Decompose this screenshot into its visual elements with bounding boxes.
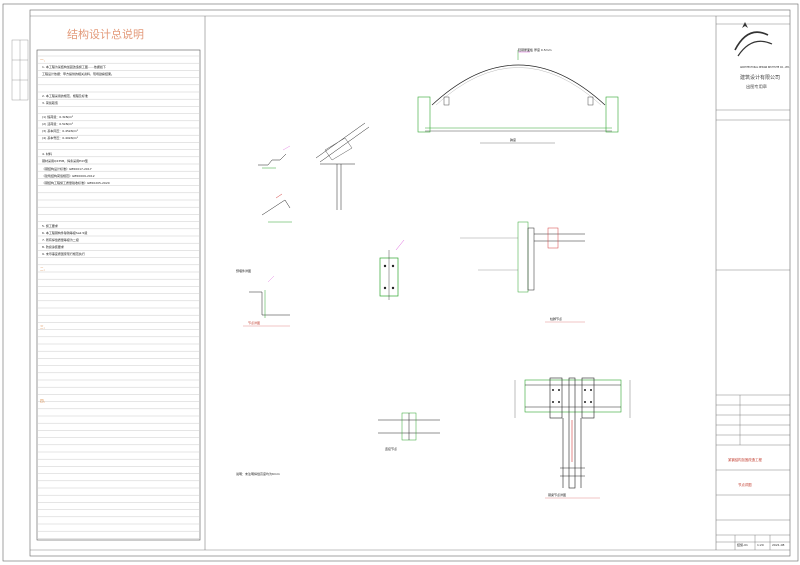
- notes-panel: 结构设计总说明 一、二、三、四、 1. 本工程为某结构加固改造施工图……依据如下工…: [36, 27, 201, 541]
- company-name-en: ARCHITECTURAL DESIGN INSTITUTE CO., LTD.: [740, 66, 790, 69]
- stamp-label: 出图专用章: [746, 83, 767, 90]
- drawing-name: 节点详图: [738, 482, 752, 487]
- binding-strip: [11, 39, 29, 101]
- notes-line: 2. 本工程采用的规范、规程及标准: [42, 93, 88, 98]
- title-block: [716, 23, 790, 550]
- notes-ruled-lines: [38, 55, 199, 539]
- notes-line: 钢材采用Q235B，焊条采用E43型: [42, 158, 88, 163]
- notes-line: (1) 恒荷载：0.3kN/m²: [42, 114, 74, 119]
- notes-line: 3. 荷载取值: [42, 100, 58, 105]
- notes-line: (2) 活荷载：0.5kN/m²: [42, 121, 74, 126]
- notes-line: (4) 基本雪压：0.40kN/m²: [42, 135, 79, 140]
- detail-label-5: 预埋件详图: [236, 268, 251, 273]
- company-logo: [734, 22, 773, 57]
- notes-section-head: 四、: [40, 399, 47, 403]
- notes-section-head: 三、: [40, 325, 47, 329]
- notes-line: 6. 本工程钢构件除锈等级Sa2.5级: [42, 230, 87, 235]
- beam-column-joint: [514, 377, 631, 499]
- notes-text-block: 一、二、三、四、 1. 本工程为某结构加固改造施工图……依据如下工程设计依据：甲方…: [40, 58, 114, 403]
- project-name: 某钢结构加固改造工程: [728, 457, 763, 462]
- drawing-scale: 1:20: [757, 543, 764, 547]
- notes-line: 《建筑结构荷载规范》GB50009-2012: [42, 173, 95, 178]
- notes-line: 《钢结构工程施工质量验收标准》GB50205-2020: [42, 180, 110, 185]
- brace-column-detail: [315, 122, 370, 210]
- company-name-cn: 建筑设计有限公司: [740, 74, 780, 81]
- small-beam-section: [378, 412, 440, 441]
- beam-wall-connection: [460, 221, 585, 323]
- notes-line: 9. 未尽事宜按国家现行规范执行: [42, 251, 85, 256]
- detail-sketches-left: [243, 145, 292, 327]
- drawing-date: 2021.08: [772, 543, 784, 547]
- notes-line: 5. 施工要求: [42, 223, 58, 228]
- arch-roof-section: 轻钢屋面板 厚度 0.5mm 跨度: [417, 47, 619, 144]
- joint-bolts: [552, 389, 592, 403]
- detail-label-3: 钢梁节点详图: [548, 492, 566, 497]
- detail-label-2: 连接节点: [385, 446, 397, 451]
- notes-title: 结构设计总说明: [67, 27, 144, 41]
- notes-line: 7. 所有焊缝质量等级为二级: [42, 237, 79, 242]
- notes-line: (3) 基本风压：0.45kN/m²: [42, 128, 79, 133]
- arch-label: 轻钢屋面板 厚度 0.5mm: [518, 47, 552, 52]
- detail-label-4: 柱脚节点: [550, 316, 562, 321]
- detail-label-1: 节点详图: [248, 320, 260, 325]
- notes-section-head: 二、: [40, 267, 47, 271]
- bolted-plate-detail: [379, 239, 405, 300]
- sheet-frame: [2, 3, 799, 562]
- notes-section-head: 一、: [40, 58, 47, 62]
- notes-line: 4. 材料: [42, 151, 52, 156]
- notes-line: 1. 本工程为某结构加固改造施工图……依据如下: [42, 64, 106, 69]
- drawing-remark: 说明：未注明焊缝高度均为6mm: [236, 471, 280, 476]
- notes-line: 8. 防腐涂装要求: [42, 244, 64, 249]
- drawing-number: 结施-01: [737, 542, 748, 547]
- notes-line: 《钢结构设计标准》GB50017-2017: [42, 166, 92, 171]
- arch-span-label: 跨度: [510, 137, 516, 142]
- notes-line: 工程设计依据：甲方提供的相关资料，现场勘察结果。: [42, 71, 114, 76]
